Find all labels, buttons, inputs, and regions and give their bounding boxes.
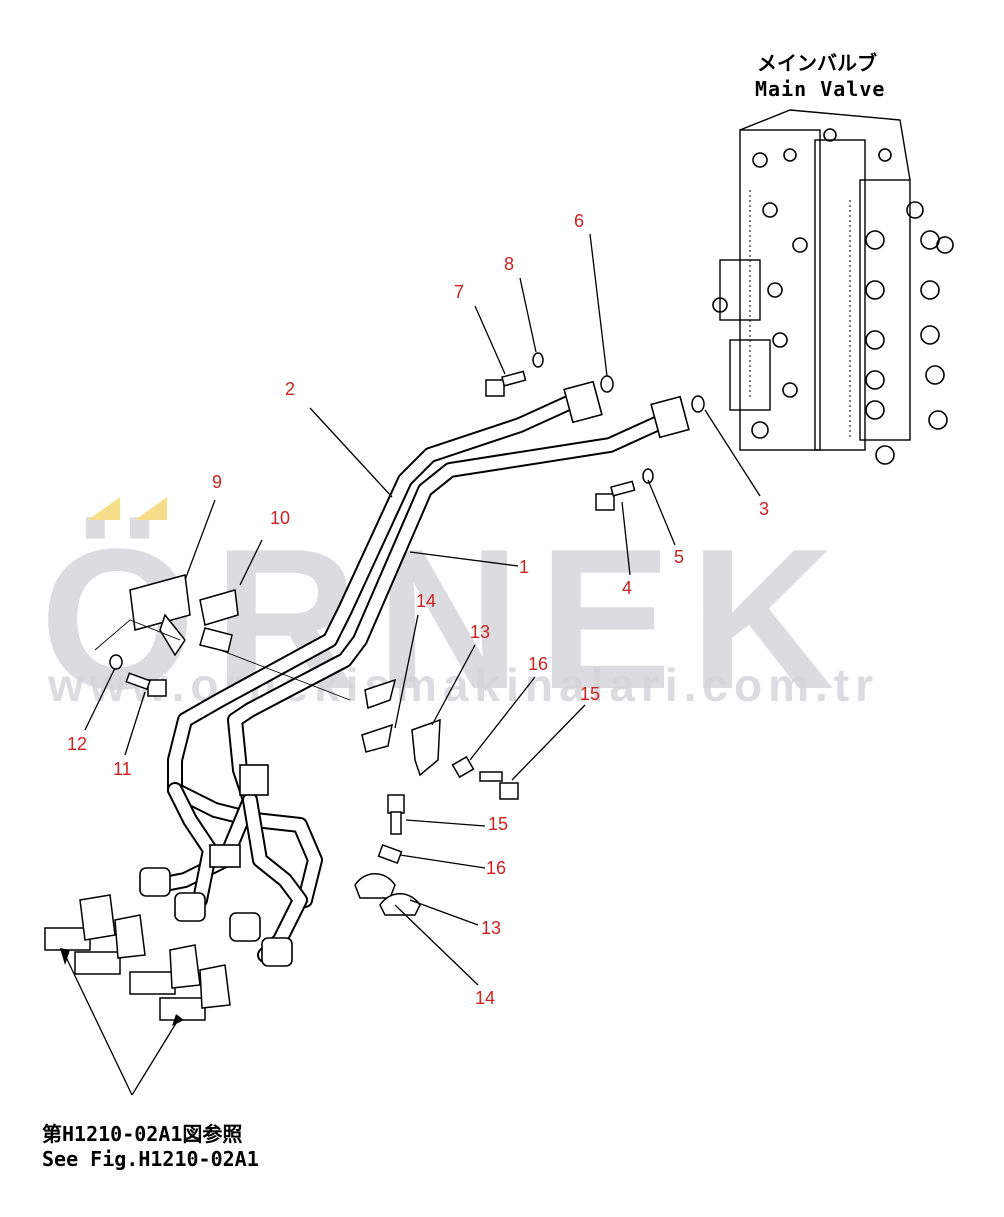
- callout-8: 8: [504, 254, 515, 274]
- callout-13-top: 13: [470, 622, 491, 642]
- leader-lines: [64, 233, 761, 1096]
- callout-14-lower: 14: [475, 988, 496, 1008]
- bracket-9: [129, 574, 191, 631]
- bolt-15-lower: [387, 794, 405, 814]
- callout-14-top: 14: [416, 591, 437, 611]
- bolt-11: [147, 679, 167, 697]
- callout-15-top: 15: [580, 684, 601, 704]
- washer-8: [532, 352, 544, 368]
- callout-15-lower: 15: [488, 814, 509, 834]
- callout-2: 2: [285, 379, 296, 399]
- reference-jp: 第H1210-02A1図参照: [42, 1122, 243, 1146]
- callout-10: 10: [270, 508, 291, 528]
- callout-12: 12: [67, 734, 88, 754]
- pipe-2: [167, 392, 583, 908]
- clamp-13-lower: [354, 873, 396, 899]
- bolt-15-top: [479, 771, 503, 782]
- reference-en: See Fig.H1210-02A1: [42, 1147, 259, 1171]
- callout-16-lower: 16: [486, 858, 507, 878]
- reference-arrows: [60, 948, 184, 1026]
- plate-16-lower: [377, 843, 403, 865]
- clamp-14-top-a: [364, 678, 397, 710]
- callout-7: 7: [454, 282, 465, 302]
- flanges: [139, 380, 690, 967]
- main-valve: [712, 109, 954, 465]
- callout-5: 5: [674, 547, 685, 567]
- title-en: Main Valve: [755, 77, 886, 101]
- plate-16-top: [451, 755, 475, 779]
- callout-11: 11: [113, 759, 132, 779]
- watermark-accent-left: [88, 497, 120, 520]
- oring-6: [600, 375, 614, 393]
- clamp-13-top: [411, 718, 441, 777]
- watermark-accent-right: [135, 497, 167, 520]
- oring-3: [691, 395, 705, 413]
- bolt-7: [485, 379, 505, 397]
- callout-16-top: 16: [528, 654, 549, 674]
- small-parts: [44, 352, 705, 1021]
- watermark-url: www.ornekismakinalari.com.tr: [48, 659, 879, 711]
- callout-1: 1: [519, 557, 530, 577]
- clamp-14-top-b: [361, 723, 393, 753]
- washer-12: [109, 654, 123, 670]
- callout-13-lower: 13: [481, 918, 502, 938]
- bolt-4: [595, 493, 615, 511]
- callout-6: 6: [574, 211, 585, 231]
- callout-4: 4: [622, 578, 633, 598]
- washer-5: [642, 468, 654, 484]
- block-10: [199, 589, 239, 626]
- callout-3: 3: [759, 499, 770, 519]
- callout-9: 9: [212, 472, 223, 492]
- title-jp: メインバルブ: [757, 51, 877, 75]
- clamp-14-lower: [379, 893, 421, 916]
